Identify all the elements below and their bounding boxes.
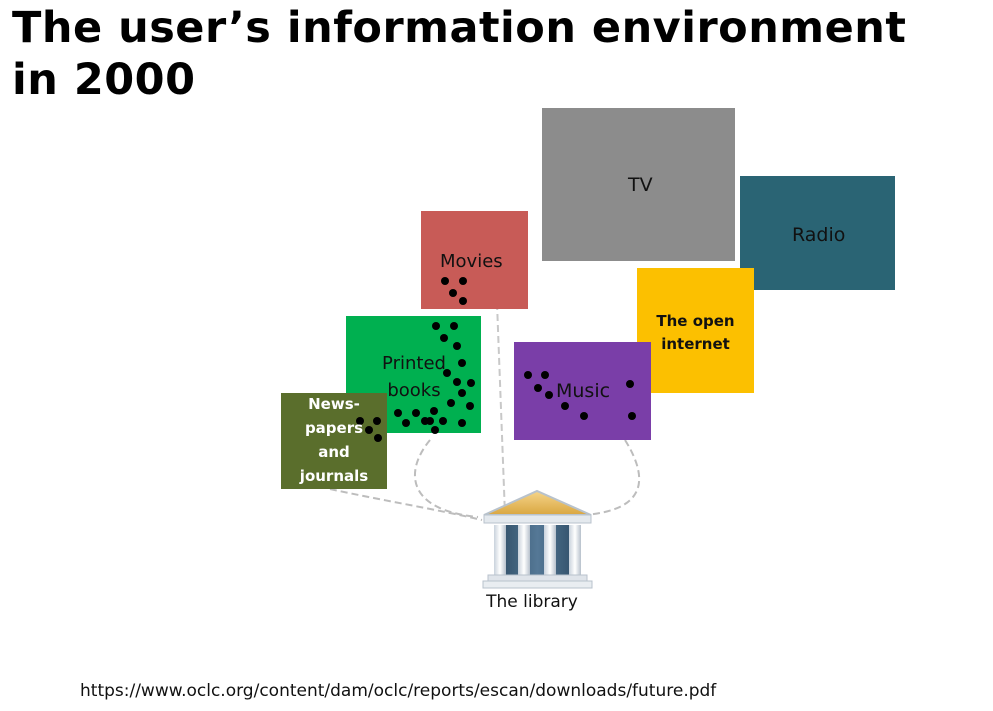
connector-books-library — [413, 439, 479, 518]
radio-box: Radio — [740, 176, 895, 290]
open-internet-box: The open internet — [637, 268, 754, 393]
newspapers-label-line-3: and — [318, 443, 350, 461]
connector-movies-library — [496, 302, 506, 516]
source-url[interactable]: https://www.oclc.org/content/dam/oclc/re… — [80, 681, 717, 701]
newspapers-label-line-1: News- — [308, 395, 360, 413]
movies-label: Movies — [440, 251, 503, 272]
music-label: Music — [556, 380, 611, 402]
printed-books-label-line-2: books — [387, 380, 441, 401]
tv-label: TV — [628, 174, 653, 196]
newspapers-journals-box: News- papers and journals — [281, 393, 387, 489]
open-internet-label: The open internet — [637, 310, 754, 356]
newspapers-label-line-4: journals — [299, 467, 369, 485]
newspapers-label-line-2: papers — [304, 419, 364, 437]
printed-books-label-line-1: Printed — [382, 353, 446, 374]
connector-news-library — [329, 488, 483, 521]
slide-title-line-2: in 2000 — [12, 55, 196, 105]
slide-title-line-1: The user’s information environment — [12, 3, 907, 53]
open-internet-label-line-1: The open — [656, 312, 735, 330]
music-box: Music — [514, 342, 651, 440]
library-building-icon — [482, 489, 593, 589]
printed-books-label: Printed books — [374, 350, 454, 404]
newspapers-journals-label: News- papers and journals — [281, 392, 387, 488]
movies-box: Movies — [421, 211, 528, 309]
library-label: The library — [486, 592, 578, 612]
tv-box: TV — [542, 108, 735, 261]
radio-label: Radio — [792, 224, 846, 246]
slide-title: The user’s information environment in 20… — [12, 2, 982, 106]
connector-music-library — [584, 439, 641, 516]
open-internet-label-line-2: internet — [661, 335, 730, 353]
